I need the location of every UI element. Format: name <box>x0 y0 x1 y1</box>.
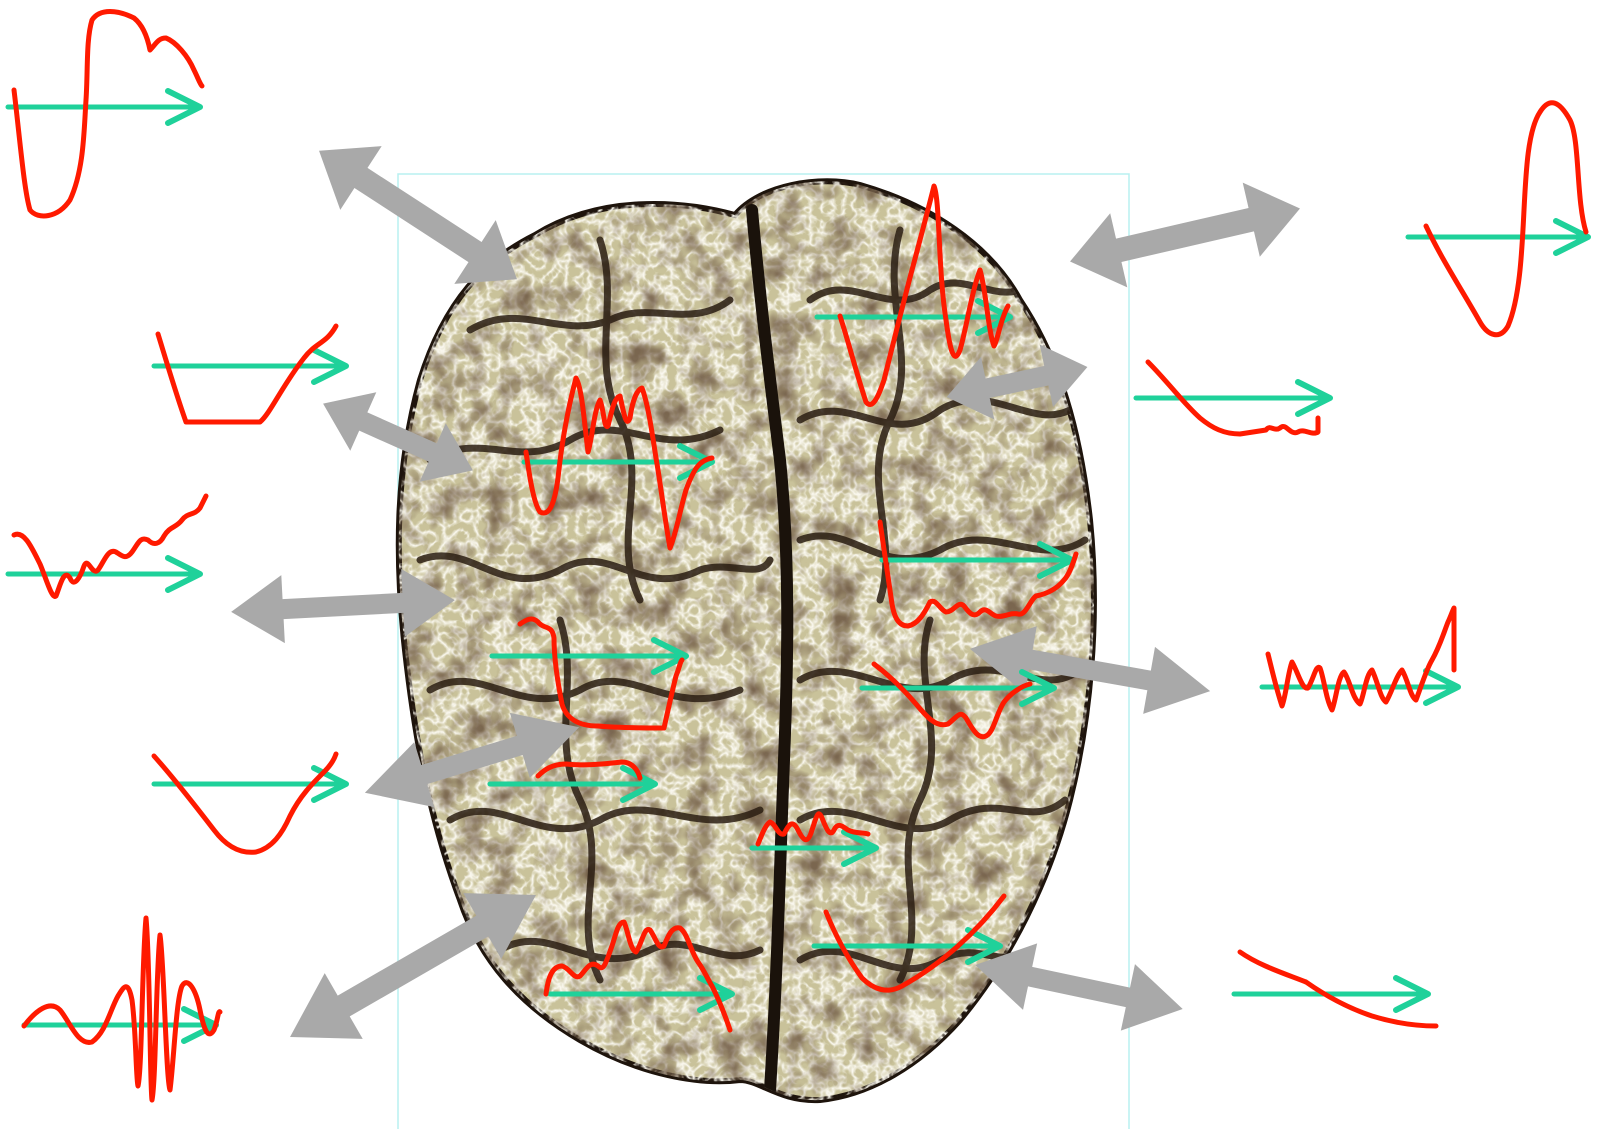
signal-trace <box>14 12 202 216</box>
signal-trace <box>1268 608 1454 710</box>
double-headed-arrow-icon <box>1061 171 1308 298</box>
signal-trace <box>1240 952 1436 1026</box>
signal-trace <box>154 754 336 852</box>
signal-trace <box>14 496 206 596</box>
signal-trace <box>1426 103 1586 335</box>
signal-trace <box>24 918 220 1100</box>
signal-trace <box>158 326 336 422</box>
